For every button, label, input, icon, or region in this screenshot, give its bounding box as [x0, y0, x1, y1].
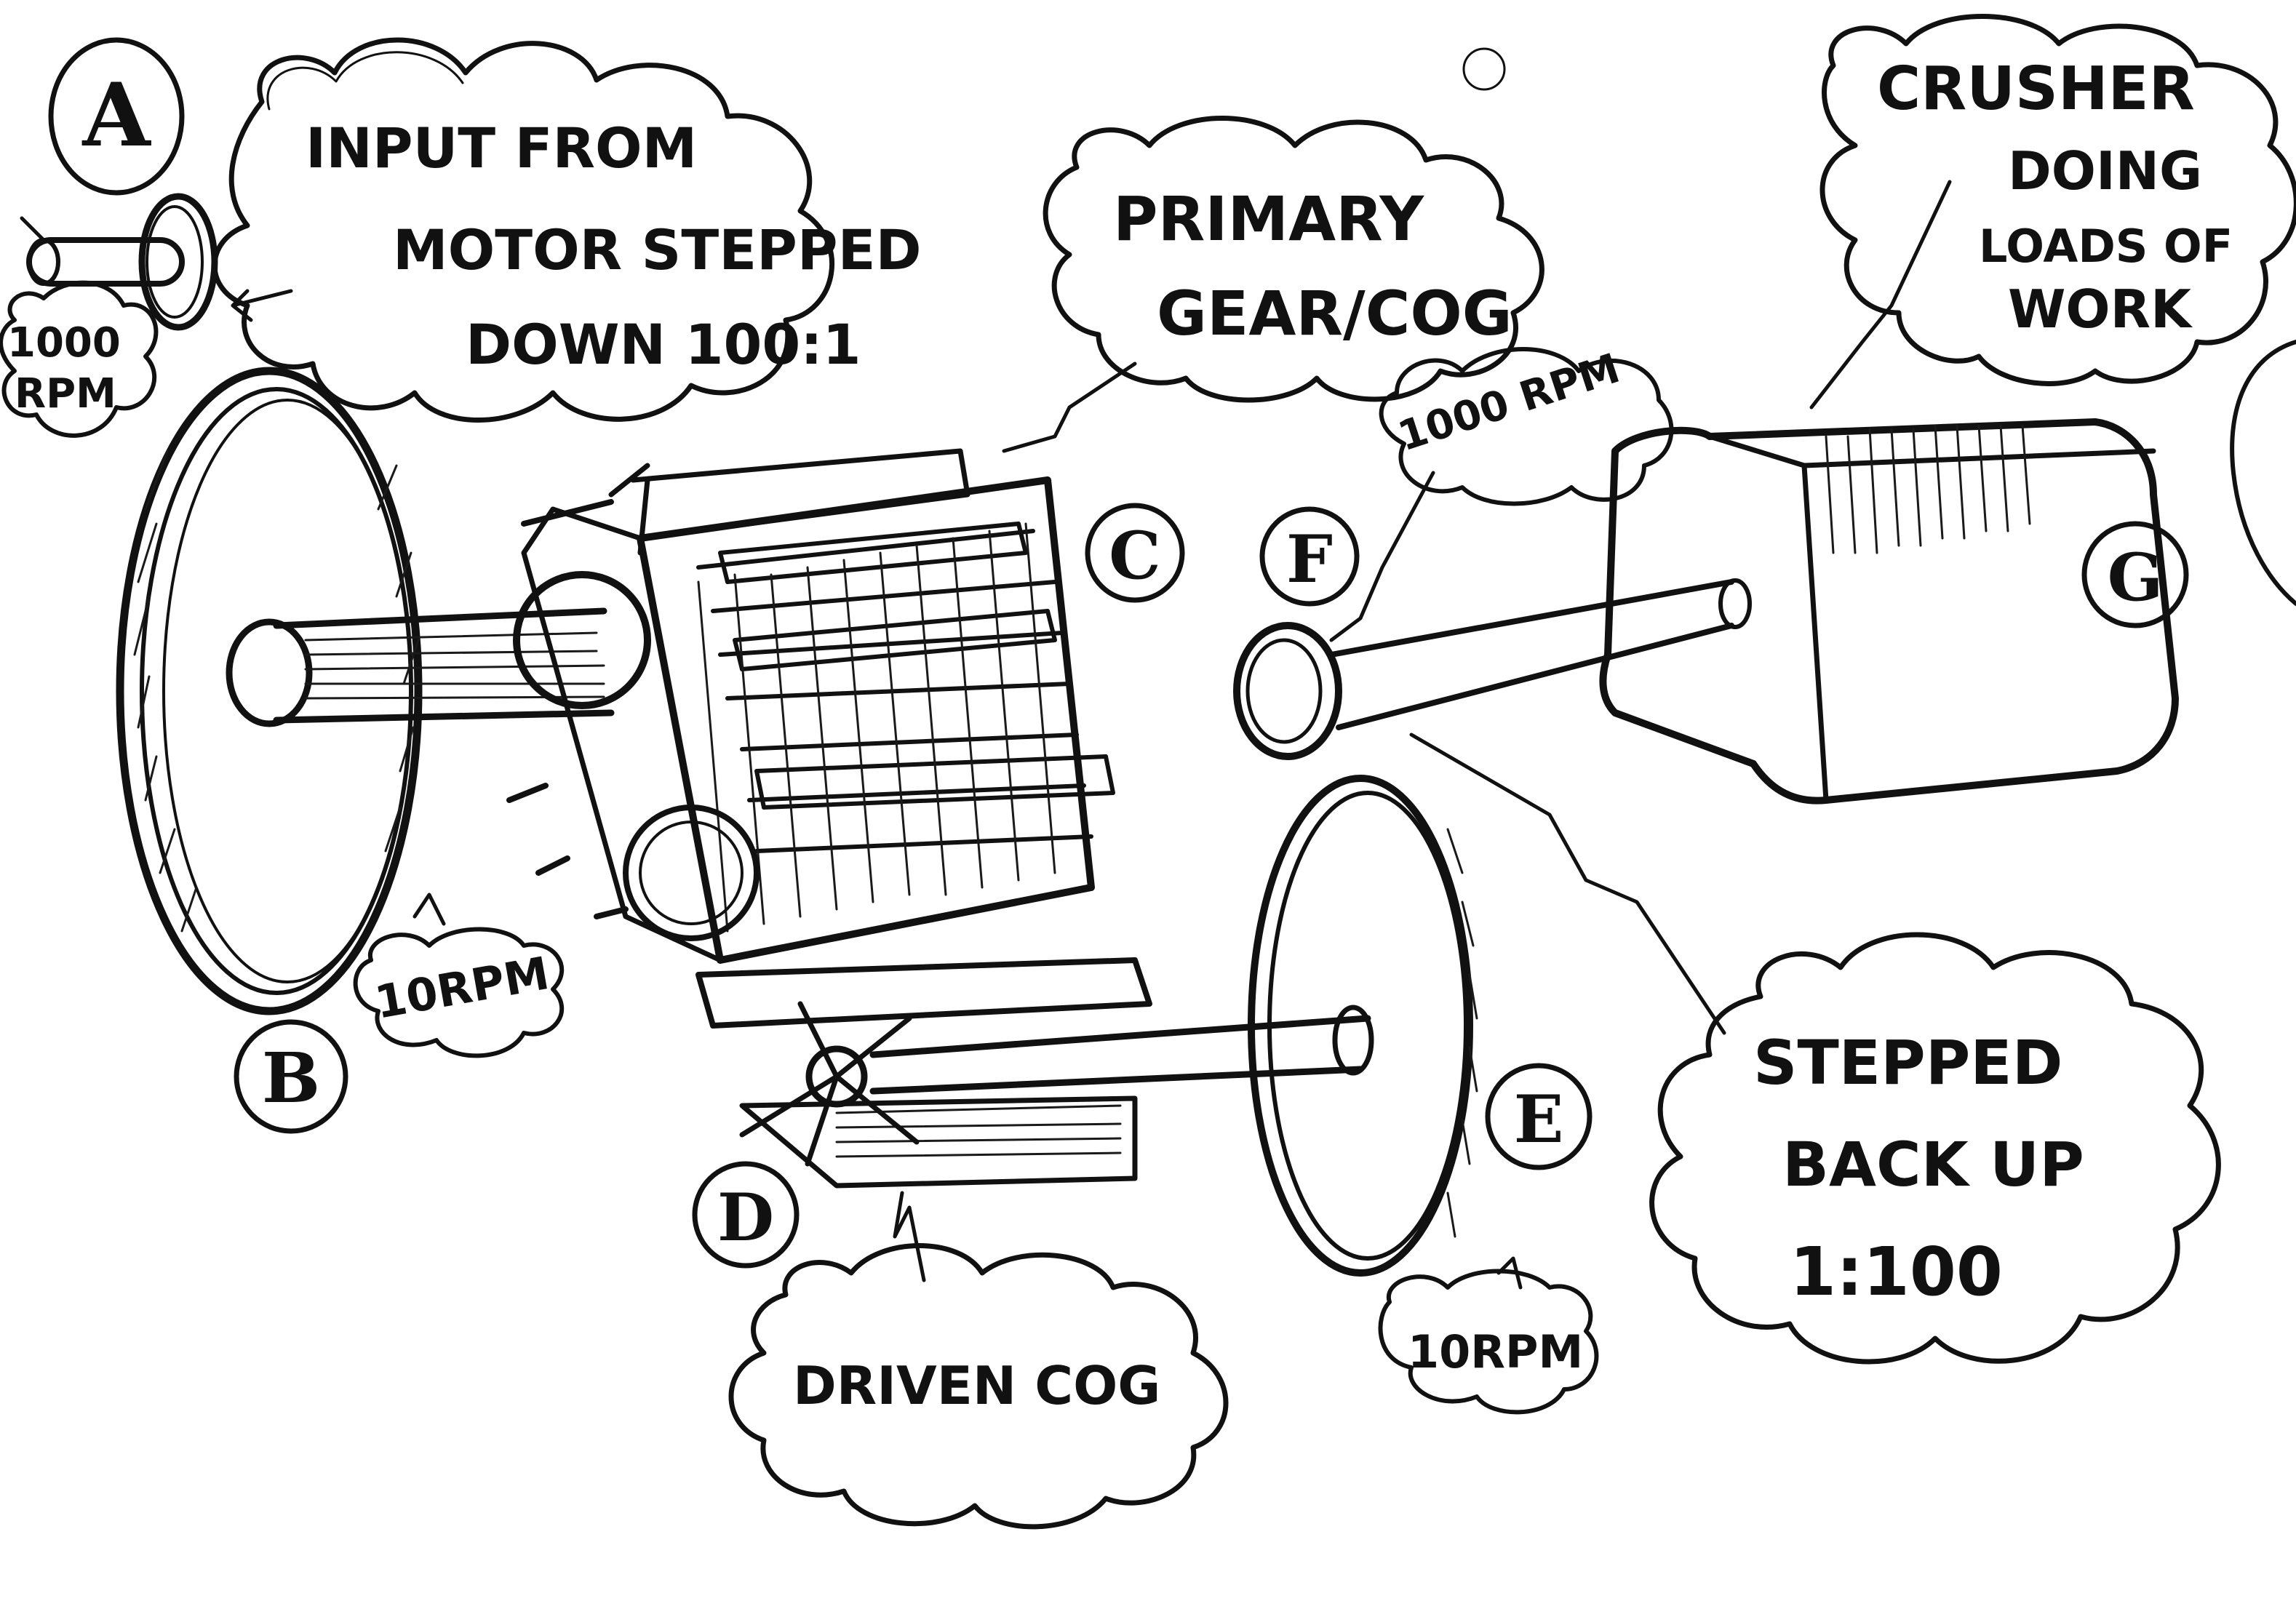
crusher-box-g	[1599, 418, 2179, 804]
cloud-input-from-motor	[212, 37, 835, 423]
marker-c: C	[1085, 503, 1185, 603]
input-shaft-a	[20, 193, 293, 331]
marker-g-letter: G	[2108, 539, 2164, 616]
marker-a-letter: A	[81, 64, 151, 167]
crusher-line-4: WORK	[2008, 279, 2193, 340]
marker-e-letter: E	[1514, 1081, 1564, 1158]
gear-wheel-b	[116, 367, 446, 1015]
cloud-f-rpm	[1379, 347, 1674, 506]
punch-mark	[1462, 47, 1506, 91]
stepped-back-up-text: STEPPED BACK UP 1:100	[1753, 1027, 2084, 1311]
marker-g: G	[2081, 521, 2189, 628]
marker-f: F	[1259, 506, 1360, 607]
crusher-text: CRUSHER DOING LOADS OF WORK	[1877, 55, 2233, 340]
b-rpm-label: 10RPM	[371, 946, 553, 1029]
punch-hole	[2230, 340, 2296, 606]
marker-b: B	[234, 1019, 348, 1134]
e-rpm-label: 10RPM	[1408, 1325, 1583, 1378]
input-line-1: INPUT FROM	[306, 116, 697, 180]
primary-gear-c	[506, 448, 1115, 964]
cloud-primary-gear	[1002, 116, 1544, 453]
primary-gear-text: PRIMARY GEAR/COG	[1113, 183, 1512, 349]
primary-line-2: GEAR/COG	[1157, 278, 1512, 349]
input-line-3: DOWN 100:1	[466, 312, 861, 377]
marker-d: D	[692, 1161, 800, 1269]
marker-b-letter: B	[262, 1038, 320, 1119]
output-shaft-f	[1233, 471, 1752, 760]
stepped-line-3: 1:100	[1790, 1233, 2003, 1311]
driven-cog-d	[695, 957, 1374, 1189]
marker-e: E	[1485, 1063, 1593, 1170]
gear-wheel-e	[1248, 775, 1523, 1290]
input-line-2: MOTOR STEPPED	[393, 217, 922, 282]
marker-d-letter: D	[717, 1179, 774, 1256]
a-rpm-unit: RPM	[15, 370, 116, 418]
stepped-line-2: BACK UP	[1782, 1129, 2084, 1200]
shaft-b-c	[226, 607, 615, 727]
cloud-a-rpm	[0, 280, 159, 438]
cloud-driven-cog	[728, 1191, 1229, 1530]
driven-cog-text: DRIVEN COG	[793, 1355, 1160, 1416]
input-from-motor-text: INPUT FROM MOTOR STEPPED DOWN 100:1	[306, 116, 922, 377]
stepped-line-1: STEPPED	[1753, 1027, 2062, 1098]
marker-a: A	[48, 37, 185, 196]
crusher-line-3: LOADS OF	[1979, 220, 2233, 273]
a-rpm-value: 1000	[7, 319, 121, 367]
crusher-line-2: DOING	[2008, 140, 2202, 201]
marker-c-letter: C	[1109, 517, 1161, 594]
crusher-line-1: CRUSHER	[1877, 55, 2195, 124]
marker-f-letter: F	[1286, 521, 1333, 598]
cloud-crusher	[1809, 14, 2296, 410]
cloud-e-rpm	[1378, 1269, 1599, 1415]
primary-line-1: PRIMARY	[1113, 183, 1424, 255]
cloud-b-rpm	[353, 927, 565, 1058]
cloud-stepped-back-up	[1409, 732, 2221, 1365]
